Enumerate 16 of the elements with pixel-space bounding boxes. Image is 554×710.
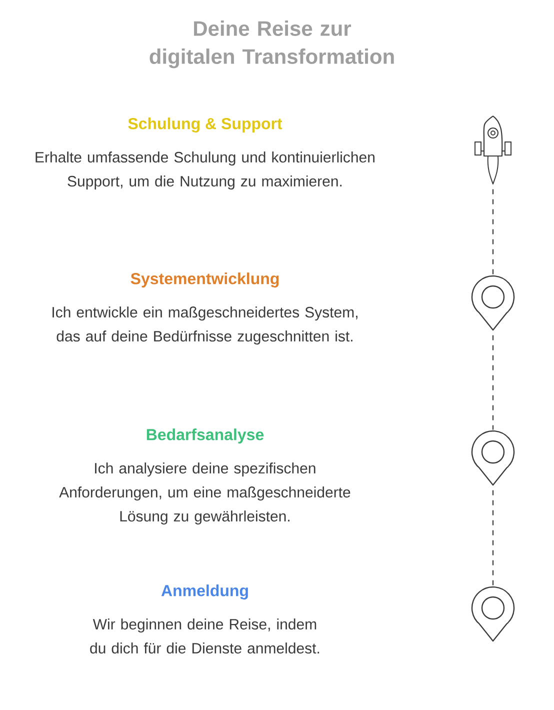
- step-description: Ich analysiere deine spezifischen Anforderungen, um eine maßgeschneiderte Lösung zu gewährleisten.: [59, 462, 350, 524]
- step-description: Erhalte umfassende Schulung und kontinuierlichen Support, um die Nutzung zu maximieren.: [36, 152, 374, 190]
- dashed-connector: [492, 490, 494, 586]
- step-description: Wir beginnen deine Reise, indem du dich für die Dienste anmeldest.: [90, 618, 320, 654]
- step-heading: Anmeldung: [161, 584, 248, 600]
- step-description: Ich entwickle ein maßgeschneidertes System, das auf deine Bedürfnisse zugeschnitten ist.: [52, 306, 358, 345]
- step-heading: Bedarfsanalyse: [146, 428, 264, 444]
- title: Deine Reise zur digitalen Transformation: [150, 20, 394, 68]
- step-heading: Systementwicklung: [130, 272, 279, 288]
- rocket-icon: [474, 115, 512, 184]
- step-heading: Schulung & Support: [128, 118, 282, 133]
- dashed-connector: [492, 189, 494, 275]
- dashed-connector: [492, 335, 494, 430]
- location-pin-icon: [471, 275, 515, 331]
- location-pin-icon: [471, 430, 515, 486]
- location-pin-icon: [471, 586, 515, 642]
